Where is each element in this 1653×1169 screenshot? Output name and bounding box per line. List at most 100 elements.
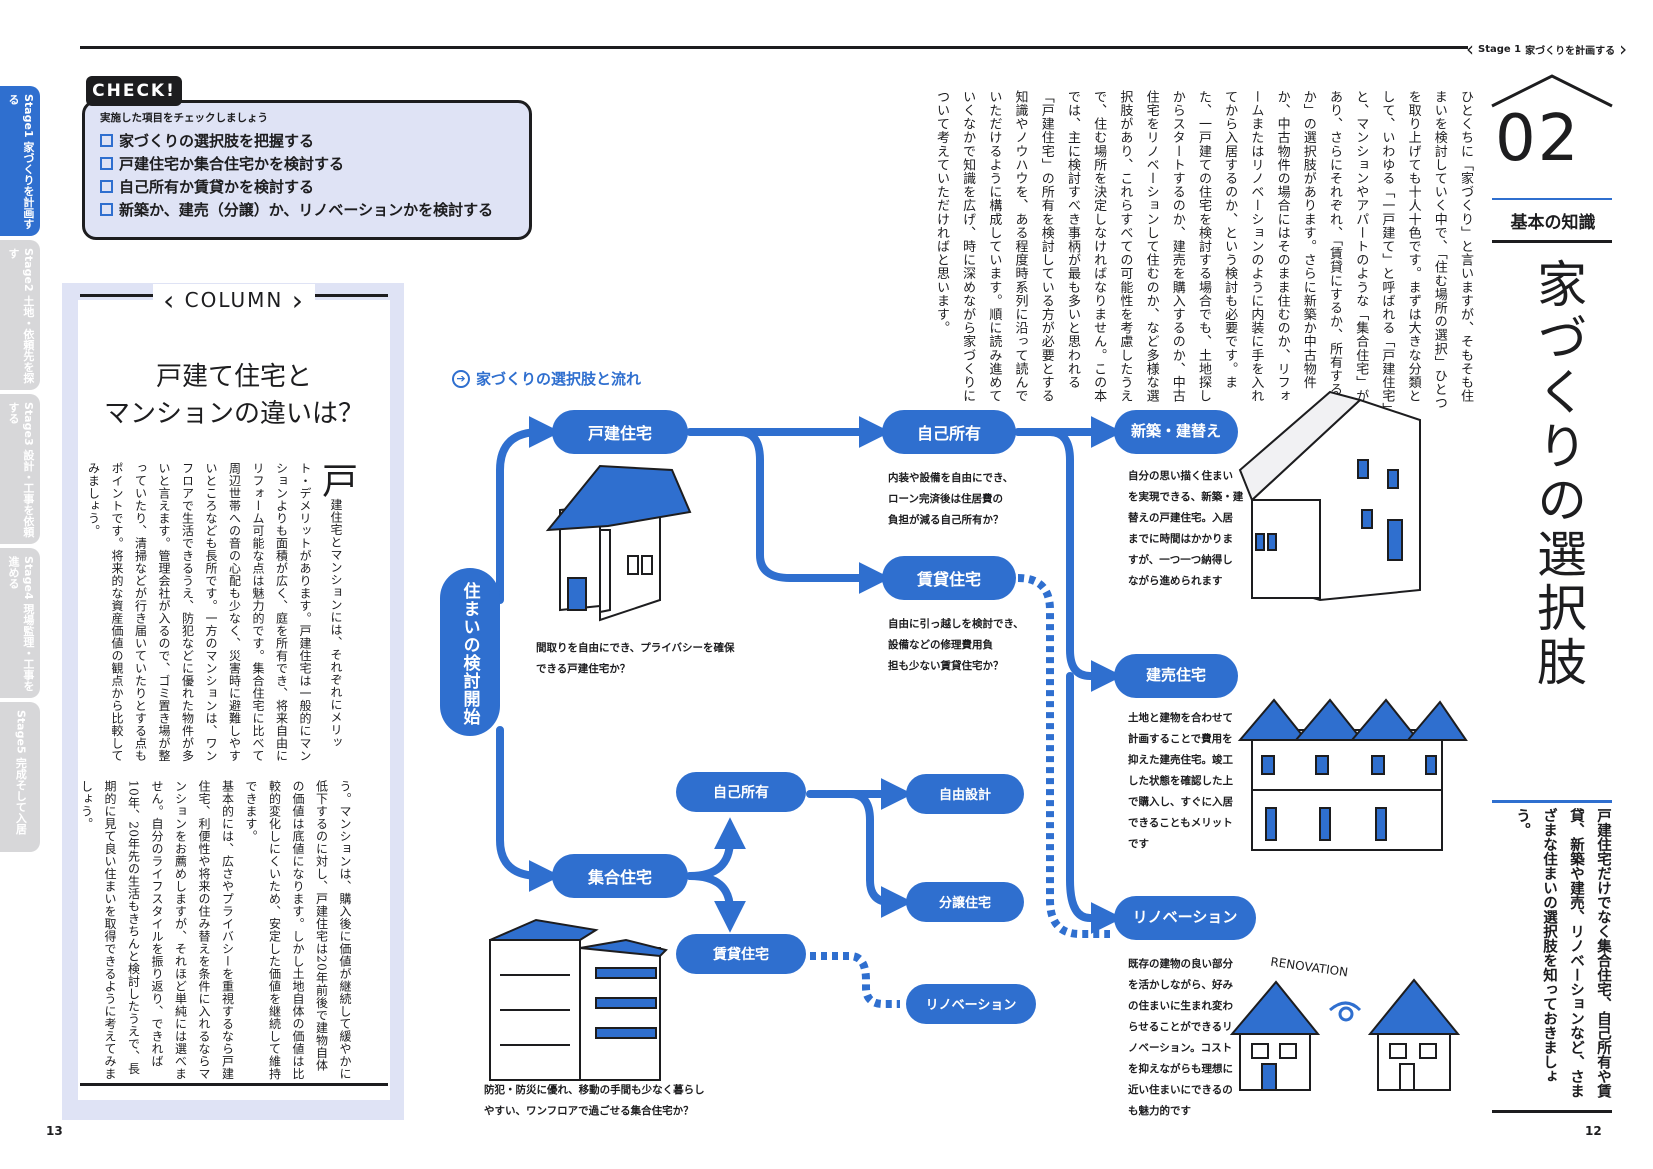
flow-line — [1046, 428, 1123, 692]
checklist-item-label: 新築か、建売（分譲）か、リノベーションかを検討する — [119, 201, 494, 219]
column-paragraph-1: 戸建住宅とマンションには、それぞれにメリット・デメリットがあります。戸建住宅は一… — [87, 462, 358, 762]
diagram-title-text: 家づくりの選択肢と流れ — [476, 370, 642, 388]
roof-mark-icon — [1491, 74, 1613, 108]
stage-tab-5[interactable]: Stage5 完成そして入居 — [0, 702, 40, 852]
lead-text: 戸建住宅だけでなく集合住宅、自己所有や賃貸、新築や建売、リノベーションなど、さま… — [1514, 808, 1611, 1098]
section-caption: 基本の知識 — [1510, 213, 1596, 233]
desc-line: ローン完済後は住居費の — [888, 493, 1003, 505]
desc-line: 抑えた建売住宅。竣工 — [1128, 754, 1233, 766]
checklist-item-label: 家づくりの選択肢を把握する — [119, 132, 315, 150]
check-badge: CHECK! — [86, 76, 182, 106]
node-ready-label: 建売住宅 — [1145, 666, 1206, 684]
desc-line: 計画することで費用を — [1128, 733, 1233, 745]
desc-line: 内装や設備を自由にでき、 — [888, 472, 1014, 484]
desc-collective: 防犯・防災に優れ、移動の手間も少なく暮らし やすい、ワンフロアで過ごせる集合住宅… — [484, 1080, 705, 1122]
flow-line — [686, 872, 746, 933]
top-rule — [80, 46, 1468, 49]
node-reno-label: リノベーション — [1132, 908, 1238, 926]
node-condo — [906, 882, 1024, 922]
column-label: ‹ COLUMN › — [80, 284, 388, 317]
node-rent-label: 賃貸住宅 — [916, 570, 981, 589]
flow-line — [496, 726, 561, 892]
checkbox-icon[interactable] — [100, 157, 113, 170]
desc-line: すが、一つ一つ納得し — [1128, 554, 1233, 566]
column-body — [78, 300, 390, 1100]
node-c-rent-label: 賃貸住宅 — [713, 947, 769, 963]
node-c-own — [676, 772, 806, 812]
checklist-item-label: 戸建住宅か集合住宅かを検討する — [119, 155, 345, 173]
chevron-left-icon: ‹ — [163, 284, 177, 317]
desc-line: 担も少ない賃貸住宅か？ — [888, 660, 1004, 672]
node-detached-label: 戸建住宅 — [587, 424, 652, 443]
checklist-item[interactable]: 家づくりの選択肢を把握する — [100, 130, 314, 151]
divider — [1492, 198, 1612, 200]
desc-line: を抑えながらも理想に — [1128, 1063, 1233, 1075]
desc-line: も魅力的です — [1128, 1105, 1191, 1117]
desc-detached: 間取りを自由にでき、プライバシーを確保できる戸建住宅か？ — [536, 642, 735, 675]
desc-line: 既存の建物の良い部分 — [1128, 958, 1233, 970]
flow-line — [846, 790, 913, 918]
desc-new: 自分の思い描く住まい を実現できる、新築・建 替えの戸建住宅。入居 までに時間は… — [1128, 466, 1243, 592]
checkbox-icon[interactable] — [100, 203, 113, 216]
column-rule-bottom — [80, 1083, 388, 1086]
diagram-title: ➔ 家づくりの選択肢と流れ — [452, 368, 641, 389]
checklist-item[interactable]: 戸建住宅か集合住宅かを検討する — [100, 153, 344, 174]
desc-line: 近い住まいにできるの — [1128, 1084, 1233, 1096]
desc-line: できることもメリット — [1128, 817, 1233, 829]
column-paragraph-text: 建住宅とマンションには、それぞれにメリット・デメリットがあります。戸建住宅は一般… — [86, 462, 344, 762]
flow-line-dashed — [810, 952, 900, 1008]
node-collective — [552, 854, 688, 898]
flow-line — [686, 817, 746, 880]
page-number-left: 13 — [46, 1124, 63, 1138]
node-ready — [1114, 654, 1238, 698]
column-paragraph-text: う。マンションは、購入後に価値が継続して緩やかに低下するのに対し、戸建住宅は20… — [244, 780, 352, 1080]
desc-line: 自分の思い描く住まい — [1128, 470, 1233, 482]
desc-line: です — [1128, 838, 1149, 850]
ready-built-houses-icon — [1237, 698, 1468, 851]
desc-line: ながら進められます — [1128, 575, 1223, 587]
desc-line: 負担が減る自己所有か？ — [888, 514, 1004, 526]
node-free — [906, 774, 1024, 814]
checklist-item[interactable]: 自己所有か賃貸かを検討する — [100, 176, 314, 197]
node-new — [1114, 410, 1238, 454]
stage-tab-4[interactable]: Stage4 現場監理・工事を進める — [0, 548, 40, 698]
chevron-left-icon: ‹ — [1466, 37, 1474, 61]
node-condo-label: 分譲住宅 — [938, 896, 991, 911]
node-rent — [882, 556, 1016, 600]
checklist-intro: 実施した項目をチェックしましょう — [100, 112, 268, 124]
desc-line: までに時間はかかりま — [1128, 533, 1233, 545]
chevron-right-icon: › — [291, 284, 305, 317]
desc-rent: 自由に引っ越しを検討でき、設備などの修理費用負 担も少ない賃貸住宅か？ — [888, 614, 1028, 677]
node-detached — [552, 410, 688, 454]
checklist-item[interactable]: 新築か、建売（分譲）か、リノベーションかを検討する — [100, 199, 493, 220]
node-reno — [1114, 896, 1256, 940]
start-node — [440, 568, 500, 736]
column-label-text: COLUMN — [184, 288, 284, 312]
node-c-own-label: 自己所有 — [713, 785, 769, 801]
stage-tab-1[interactable]: Stage1 家づくりを計画する — [0, 86, 40, 236]
node-own — [882, 410, 1016, 454]
flow-line — [1066, 672, 1123, 934]
node-c-reno — [906, 984, 1036, 1024]
column-title: 戸建て住宅と — [155, 362, 312, 392]
desc-line: の住まいに生まれ変わ — [1128, 1000, 1233, 1012]
stage-tab-2[interactable]: Stage2 土地・依頼先を探す — [0, 240, 40, 390]
apartment-building-icon — [489, 918, 668, 1081]
node-new-label: 新築・建替え — [1130, 422, 1221, 440]
node-own-label: 自己所有 — [916, 424, 981, 443]
desc-line: らせることができるリ — [1128, 1021, 1233, 1033]
chevron-right-icon: › — [1619, 37, 1628, 61]
section-number: 02 — [1495, 102, 1581, 176]
detached-house-icon — [545, 464, 692, 622]
renovation-word: RENOVATION — [1270, 955, 1349, 980]
stage-tab-3[interactable]: Stage3 設計・工事を依頼する — [0, 394, 40, 544]
desc-line: やすい、ワンフロアで過ごせる集合住宅か？ — [484, 1105, 694, 1117]
desc-line: を実現できる、新築・建 — [1128, 491, 1244, 503]
checkbox-icon[interactable] — [100, 180, 113, 193]
desc-own: 内装や設備を自由にでき、 ローン完済後は住居費の 負担が減る自己所有か？ — [888, 468, 1013, 531]
node-free-label: 自由設計 — [938, 788, 991, 803]
divider — [1492, 1110, 1612, 1113]
new-house-icon — [1238, 390, 1421, 602]
checkbox-icon[interactable] — [100, 134, 113, 147]
section-title: 家づくりの選択肢 — [1529, 258, 1587, 690]
